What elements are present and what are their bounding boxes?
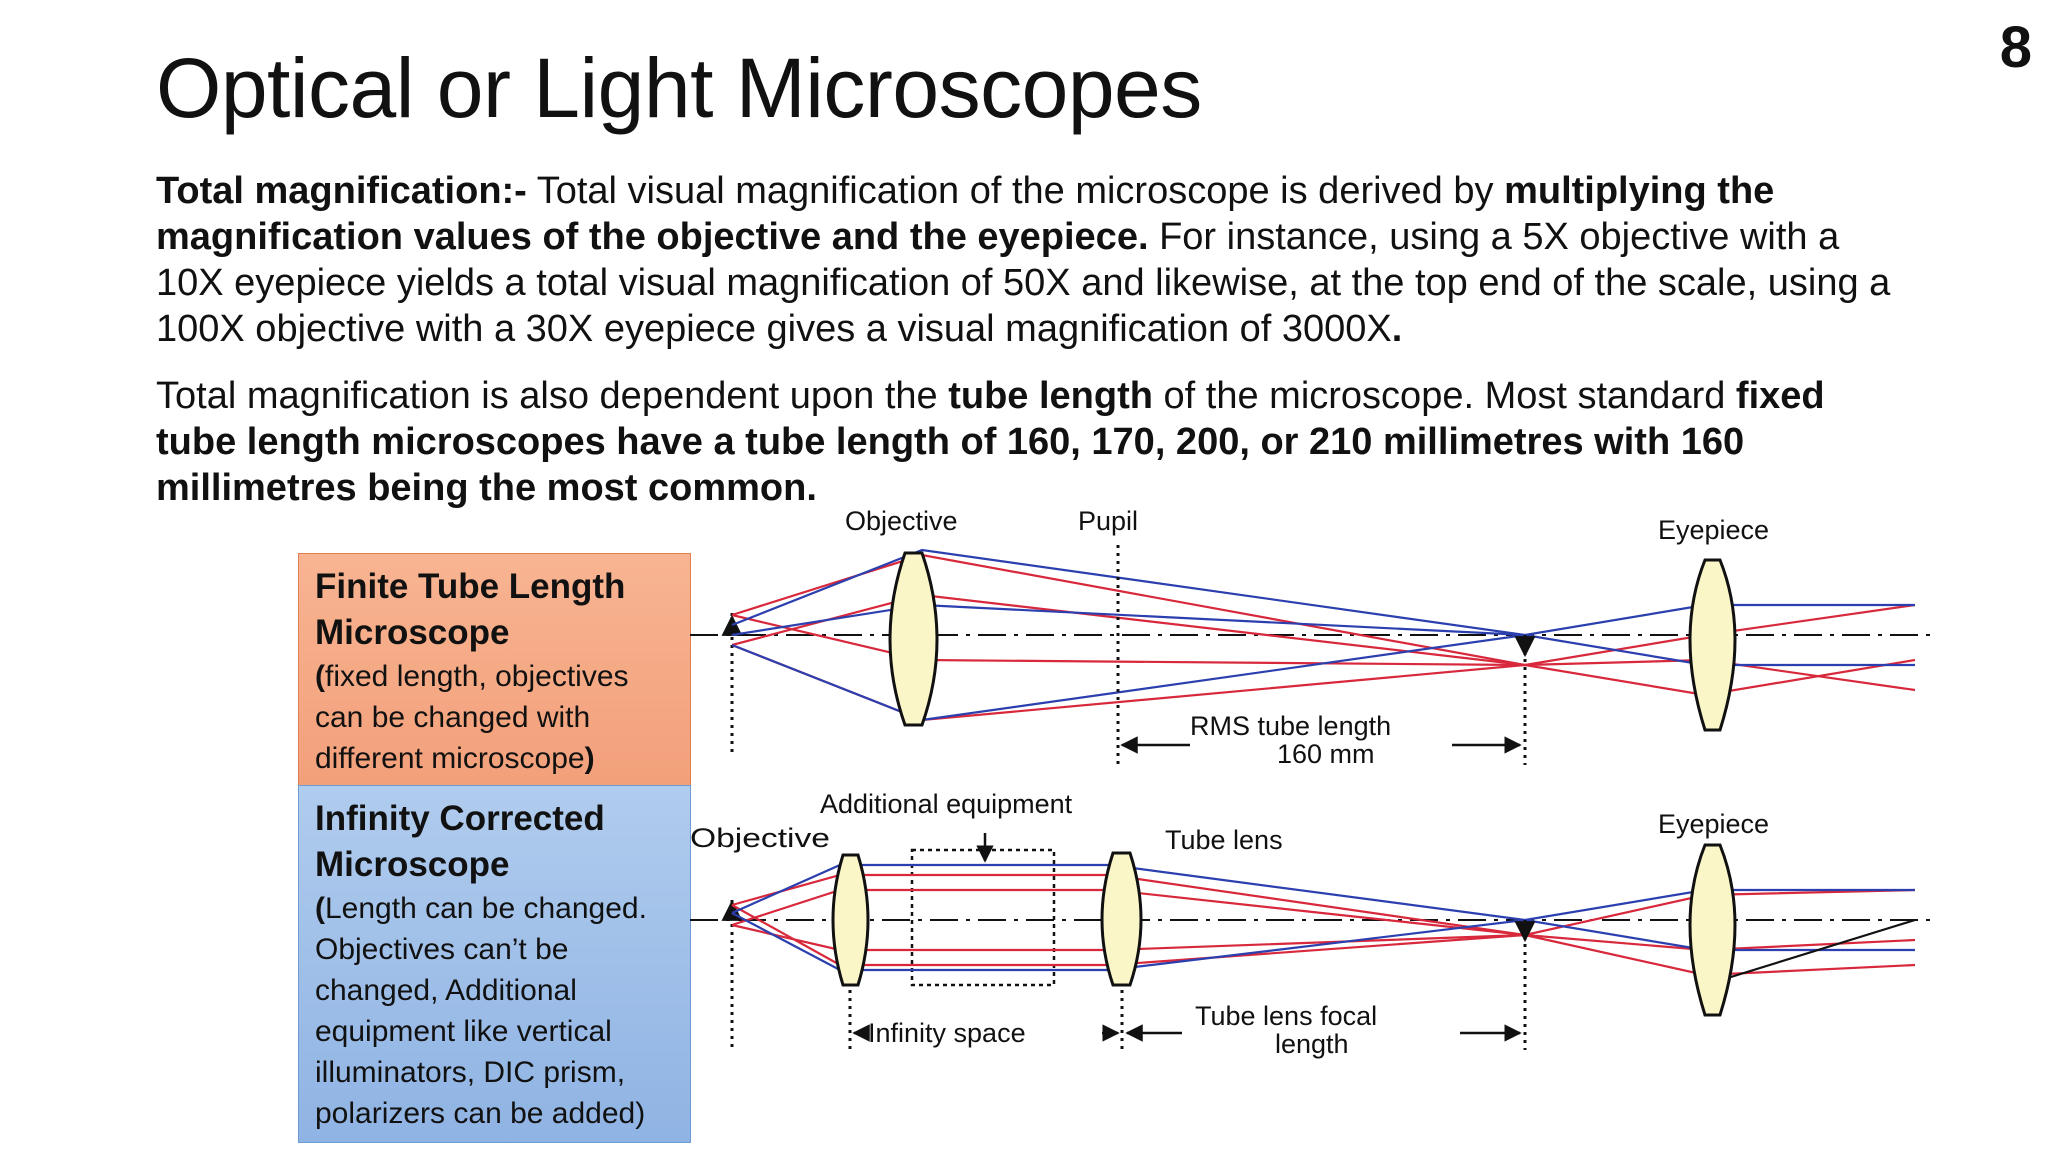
additional-equipment-label: Additional equipment (820, 789, 1073, 819)
infinity-space-label: Infinity space (868, 1018, 1026, 1048)
magnification-paragraph: Total magnification:- Total visual magni… (156, 168, 1896, 352)
finite-optics-diagram: Objective Pupil Eyepiece RMS tube length… (690, 506, 1935, 769)
p2-text2: of the microscope. Most standard (1152, 375, 1736, 417)
infinity-box-body: (Length can be changed. Objectives can’t… (315, 888, 674, 1134)
p1-bold1: multiplying the magnification values of … (156, 170, 1775, 258)
p2-text1: Total magnification is also dependent up… (156, 375, 949, 417)
focal-length-line1: Tube lens focal (1195, 1001, 1377, 1031)
focal-length-line2: length (1275, 1029, 1349, 1059)
infinity-optics-diagram: Additional equipment Objective Tube lens… (690, 789, 1935, 1059)
p1-end: . (1391, 308, 1403, 350)
finite-box-body: (fixed length, objectives can be changed… (315, 656, 674, 779)
infinity-open-paren: ( (315, 892, 325, 925)
bottom-objective-label: Objective (690, 823, 830, 853)
infinity-box-title: Infinity Corrected Microscope (315, 799, 605, 884)
p2-bold2: fixed tube length microscopes have a tub… (156, 375, 1825, 509)
p1-text1: Total visual magnification of the micros… (526, 170, 1505, 212)
top-objective-lens (888, 551, 939, 727)
tube-length-paragraph: Total magnification is also dependent up… (156, 373, 1896, 511)
finite-open-paren: ( (315, 660, 325, 693)
p1-text2: For instance, using a 5X objective with … (156, 216, 1891, 350)
infinity-body-text: Length can be changed. Objectives can’t … (315, 892, 647, 1130)
finite-close-paren: ) (584, 742, 595, 775)
tube-lens (1100, 851, 1143, 987)
bottom-eyepiece-label: Eyepiece (1658, 809, 1769, 839)
bottom-objective-lens (831, 853, 870, 987)
p2-bold1: tube length (948, 375, 1153, 417)
tube-lens-label: Tube lens (1165, 825, 1283, 855)
pupil-label: Pupil (1078, 506, 1138, 536)
top-eyepiece-lens (1688, 558, 1737, 732)
bottom-eyepiece-lens (1688, 843, 1737, 1017)
additional-equipment-box (910, 848, 1056, 987)
total-magnification-lead: Total magnification:- (156, 170, 527, 212)
rms-label-line1: RMS tube length (1190, 711, 1391, 741)
finite-body-text: fixed length, objectives can be changed … (315, 660, 629, 775)
top-objective-label: Objective (845, 506, 958, 536)
finite-tube-length-box: Finite Tube Length Microscope (fixed len… (298, 553, 691, 785)
finite-box-title: Finite Tube Length Microscope (315, 567, 626, 652)
infinity-corrected-box: Infinity Corrected Microscope (Length ca… (298, 785, 691, 1143)
top-eyepiece-label: Eyepiece (1658, 515, 1769, 545)
black-ray (1704, 918, 1916, 987)
microscope-optics-diagram: Objective Pupil Eyepiece RMS tube length… (690, 506, 1935, 1059)
slide-title: Optical or Light Microscopes (156, 41, 1202, 135)
slide-number: 8 (1999, 15, 2032, 80)
rms-label-line2: 160 mm (1277, 739, 1375, 769)
bottom-blue-rays (731, 863, 1915, 972)
